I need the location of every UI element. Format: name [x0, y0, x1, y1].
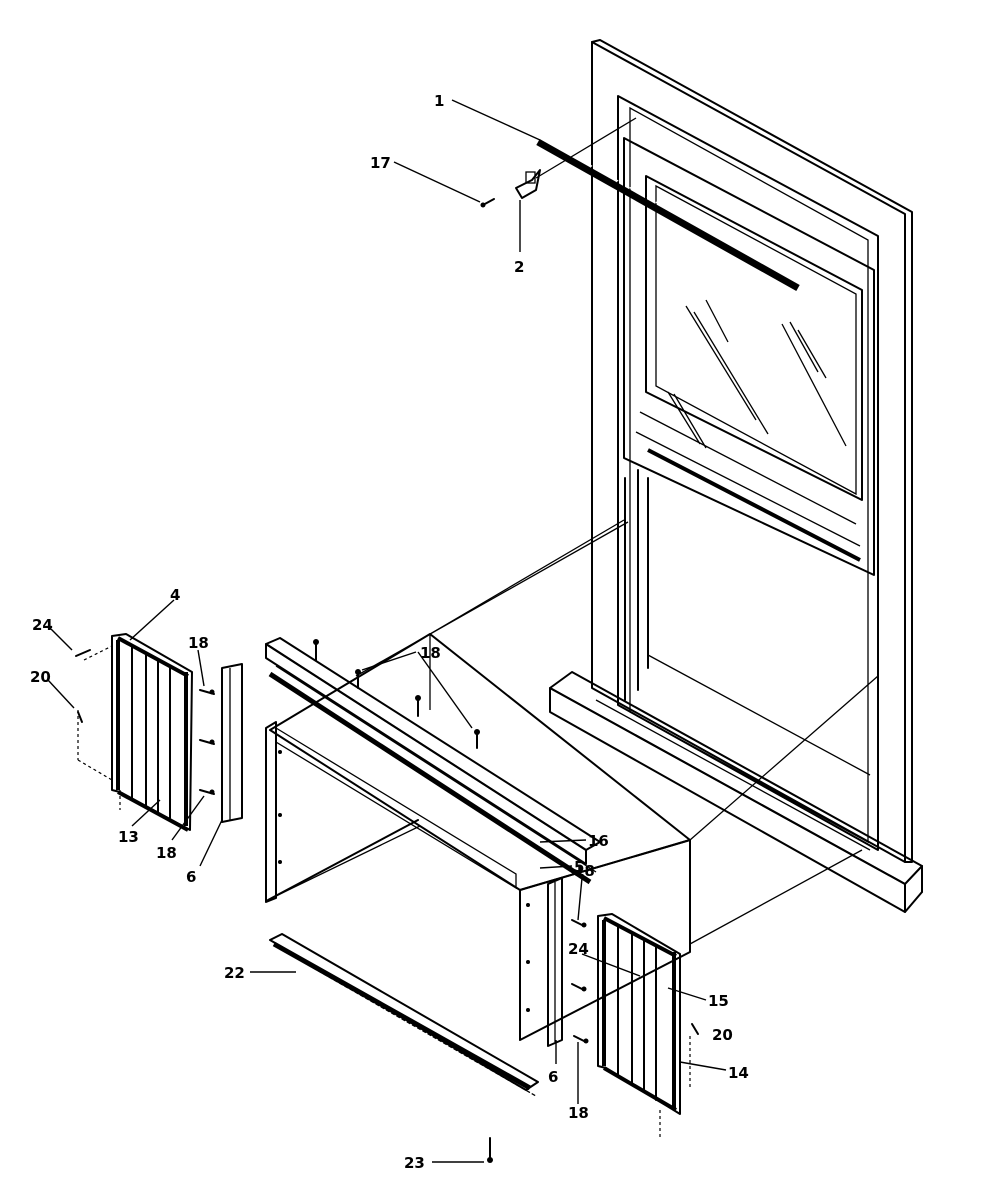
callout-18-right-bottom: 18 — [568, 1104, 589, 1122]
window-frame — [591, 39, 913, 863]
callout-13: 13 — [118, 828, 139, 846]
right-accordion-panel — [597, 913, 691, 1138]
window-sill — [549, 671, 923, 913]
callout-23: 23 — [404, 1154, 425, 1172]
bottom-rail — [269, 933, 539, 1097]
callout-1: 1 — [434, 92, 444, 110]
callout-18-left-top: 18 — [188, 634, 209, 652]
callout-4: 4 — [170, 586, 180, 604]
right-screws — [487, 919, 699, 1163]
callout-14: 14 — [728, 1064, 749, 1082]
leader-lines — [47, 99, 727, 1163]
callout-6-right: 6 — [548, 1068, 558, 1086]
top-channel — [265, 637, 601, 885]
callout-24-right: 24 — [568, 940, 589, 958]
callout-24-left: 24 — [32, 616, 53, 634]
callout-6-left: 6 — [186, 868, 196, 886]
callout-2: 2 — [514, 258, 524, 276]
right-side-seal — [547, 877, 563, 1047]
callout-16: 16 — [588, 832, 609, 850]
callout-15: 15 — [708, 992, 729, 1010]
callout-18-channel: 18 — [420, 644, 441, 662]
bracket-screw — [480, 198, 495, 208]
left-side-seal — [221, 663, 243, 823]
window-bracket — [515, 169, 541, 199]
callout-labels: 1 17 2 4 24 20 18 18 13 18 6 16 5 18 24 … — [30, 92, 749, 1172]
left-accordion-panel — [77, 633, 193, 832]
callout-20-right: 20 — [712, 1026, 733, 1044]
callout-22: 22 — [224, 964, 245, 982]
callout-5: 5 — [574, 858, 584, 876]
top-seal-strip — [536, 135, 800, 292]
cabinet-sleeve — [265, 633, 691, 1041]
left-screws — [75, 649, 215, 795]
assembly-lines — [355, 117, 879, 945]
callout-17: 17 — [370, 154, 391, 172]
callout-20-left: 20 — [30, 668, 51, 686]
callout-18-left-bottom: 18 — [156, 844, 177, 862]
callout-18-right-top: 18 — [574, 862, 595, 880]
